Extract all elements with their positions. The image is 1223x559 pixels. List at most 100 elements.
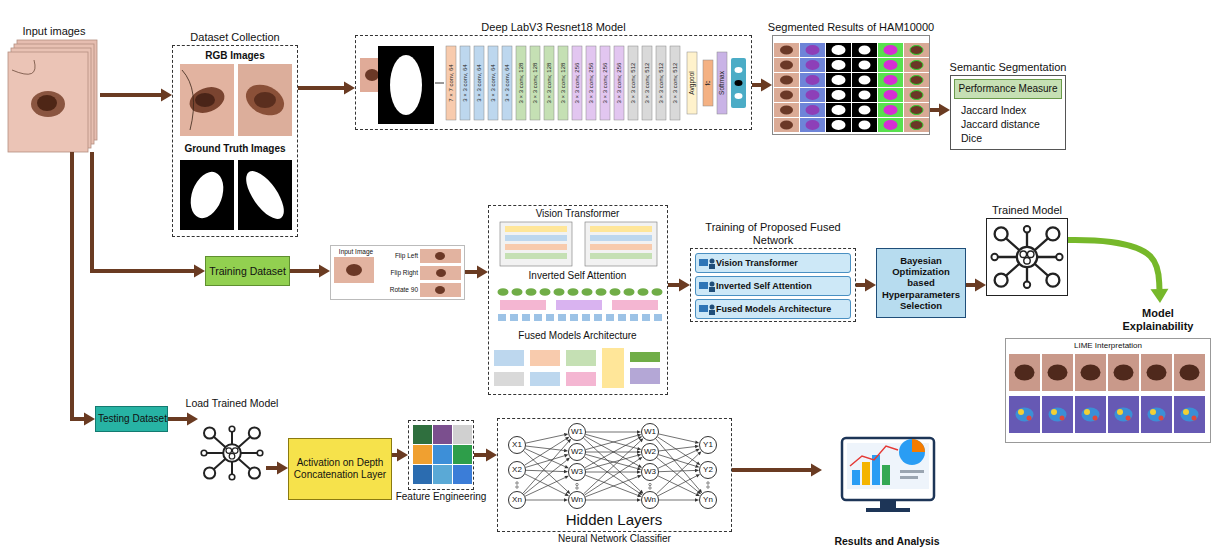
flow-arrow: [668, 279, 690, 292]
flow-arrow: [298, 82, 355, 95]
feature-grid: [413, 425, 472, 484]
dashed-group: Hidden LayersNeural Network ClassifierX1…: [497, 418, 732, 532]
vision-transformer-sketch: [505, 244, 567, 250]
fused-architecture-sketch: [630, 352, 660, 362]
explainability-group: Model ExplainabilityLIME Interpretation: [1003, 303, 1212, 444]
training-step-fills: [695, 253, 851, 273]
results-monitor-icon: [880, 500, 896, 508]
training-step-fills: [695, 276, 851, 296]
segmentation-result-grid: [774, 43, 929, 133]
lime-image-grid: [1009, 354, 1207, 433]
rgb-skin-images: [254, 92, 276, 108]
augmentation-thumbnails: [435, 286, 445, 294]
inverted-attention-sketch: [496, 287, 664, 297]
flow-arrow: [526, 470, 568, 473]
feature-grid: [413, 425, 432, 444]
node-text: Ground Truth Images: [176, 142, 294, 155]
node-text: W1: [569, 424, 585, 440]
layer-label: 3 × 3 conv, 512: [672, 63, 678, 104]
neuron: Xn: [508, 491, 526, 509]
augmentation-thumbnails: [436, 269, 446, 277]
node-text: W3: [569, 464, 585, 480]
connector-line: [659, 500, 695, 501]
resnet-layer-bars: [735, 67, 743, 73]
arrow-head: [865, 279, 876, 292]
connector-line: [72, 152, 84, 419]
training-step-fills: [699, 305, 708, 312]
layer-label: 3 × 3 conv, 128: [518, 63, 524, 104]
fused-architecture-sketch: [530, 372, 560, 386]
results-monitor-icon: [899, 439, 925, 465]
arrow-head: [639, 438, 643, 442]
resnet-layer-bars: [390, 55, 422, 115]
vision-transformer-sketch: [500, 222, 572, 266]
ground-truth-masks: [239, 165, 291, 225]
connector-line: [526, 435, 564, 443]
flow-arrow: [752, 79, 772, 92]
segmentation-result-grid: [800, 43, 825, 133]
augmentation-thumbnails: [346, 264, 362, 276]
layer-label: 3 × 3 conv, 128: [546, 63, 552, 104]
flow-arrow: [526, 454, 569, 467]
flow-arrow: [474, 449, 497, 462]
augmentation-thumbnails: [420, 283, 461, 297]
node-heading: Input images: [23, 25, 86, 38]
ellipsis-dots: [516, 486, 518, 488]
ground-truth-masks: [180, 160, 234, 230]
training-step-fills: [710, 282, 715, 287]
training-step-fills: [710, 259, 715, 264]
node-text: Wn: [642, 492, 658, 508]
fused-architecture-sketch: [530, 350, 560, 366]
vision-transformer-sketch: [505, 253, 567, 259]
flow-arrow: [659, 445, 699, 451]
connector-line: [523, 442, 568, 494]
arrow-head: [566, 458, 570, 462]
ground-truth-masks: [180, 160, 292, 230]
arrow-head: [761, 79, 772, 92]
resnet-layer-bars: [628, 46, 638, 120]
arrow-head: [319, 265, 330, 278]
connector-line: [656, 439, 700, 490]
training-step-fills: [699, 259, 708, 266]
connector-line: [585, 438, 639, 467]
node-text: W2: [642, 444, 658, 460]
rgb-skin-images: [182, 70, 194, 130]
process-box: Fused Models Architecture: [695, 299, 851, 319]
neuron: W1: [641, 423, 659, 441]
neuron: Wn: [568, 491, 586, 509]
flow-arrow: [465, 266, 488, 279]
training-step-fills: [699, 282, 708, 289]
feature-grid: [453, 425, 472, 444]
lime-image-grid: [1009, 354, 1207, 391]
vision-transformer-sketch: [590, 253, 652, 259]
results-monitor-icon: [900, 476, 918, 479]
neuron: Yn: [699, 491, 717, 509]
process-box: Training Dataset: [205, 256, 290, 286]
node-text: Fused Models Architecture: [696, 300, 850, 318]
layer-label: Softmax: [719, 71, 726, 95]
ground-truth-masks: [185, 167, 230, 222]
neuron: Wn: [641, 491, 659, 509]
input-image-stack: [8, 52, 88, 152]
connector-line: [586, 432, 637, 433]
node-heading: Semantic Segmentation: [950, 61, 1067, 74]
connector-line: [526, 456, 565, 468]
node-text: Testing Dataset: [98, 407, 165, 431]
flow-arrow: [585, 457, 643, 495]
vision-transformer-sketch: [585, 222, 657, 266]
ellipsis-dots: [707, 482, 709, 484]
arrow-head: [344, 82, 355, 95]
result-panel: Segmented Results of HAM10000: [772, 35, 930, 135]
vision-transformer-sketch: [500, 222, 657, 266]
node-text: Activation on Depth Concatenation Layer: [292, 457, 388, 481]
flow-arrow: [586, 470, 641, 474]
flow-arrow: [524, 451, 571, 494]
layer-label: 3 × 3 conv, 64: [476, 64, 482, 101]
fused-architecture-sketch: [566, 372, 596, 386]
training-step-fills: [709, 264, 715, 269]
resnet-layer-bars: [516, 46, 526, 120]
connector-line: [586, 454, 638, 468]
layer-label: 3 × 3 conv, 128: [560, 63, 566, 104]
layer-label: 3 × 3 conv, 128: [532, 63, 538, 104]
feature-grid: [433, 465, 452, 484]
